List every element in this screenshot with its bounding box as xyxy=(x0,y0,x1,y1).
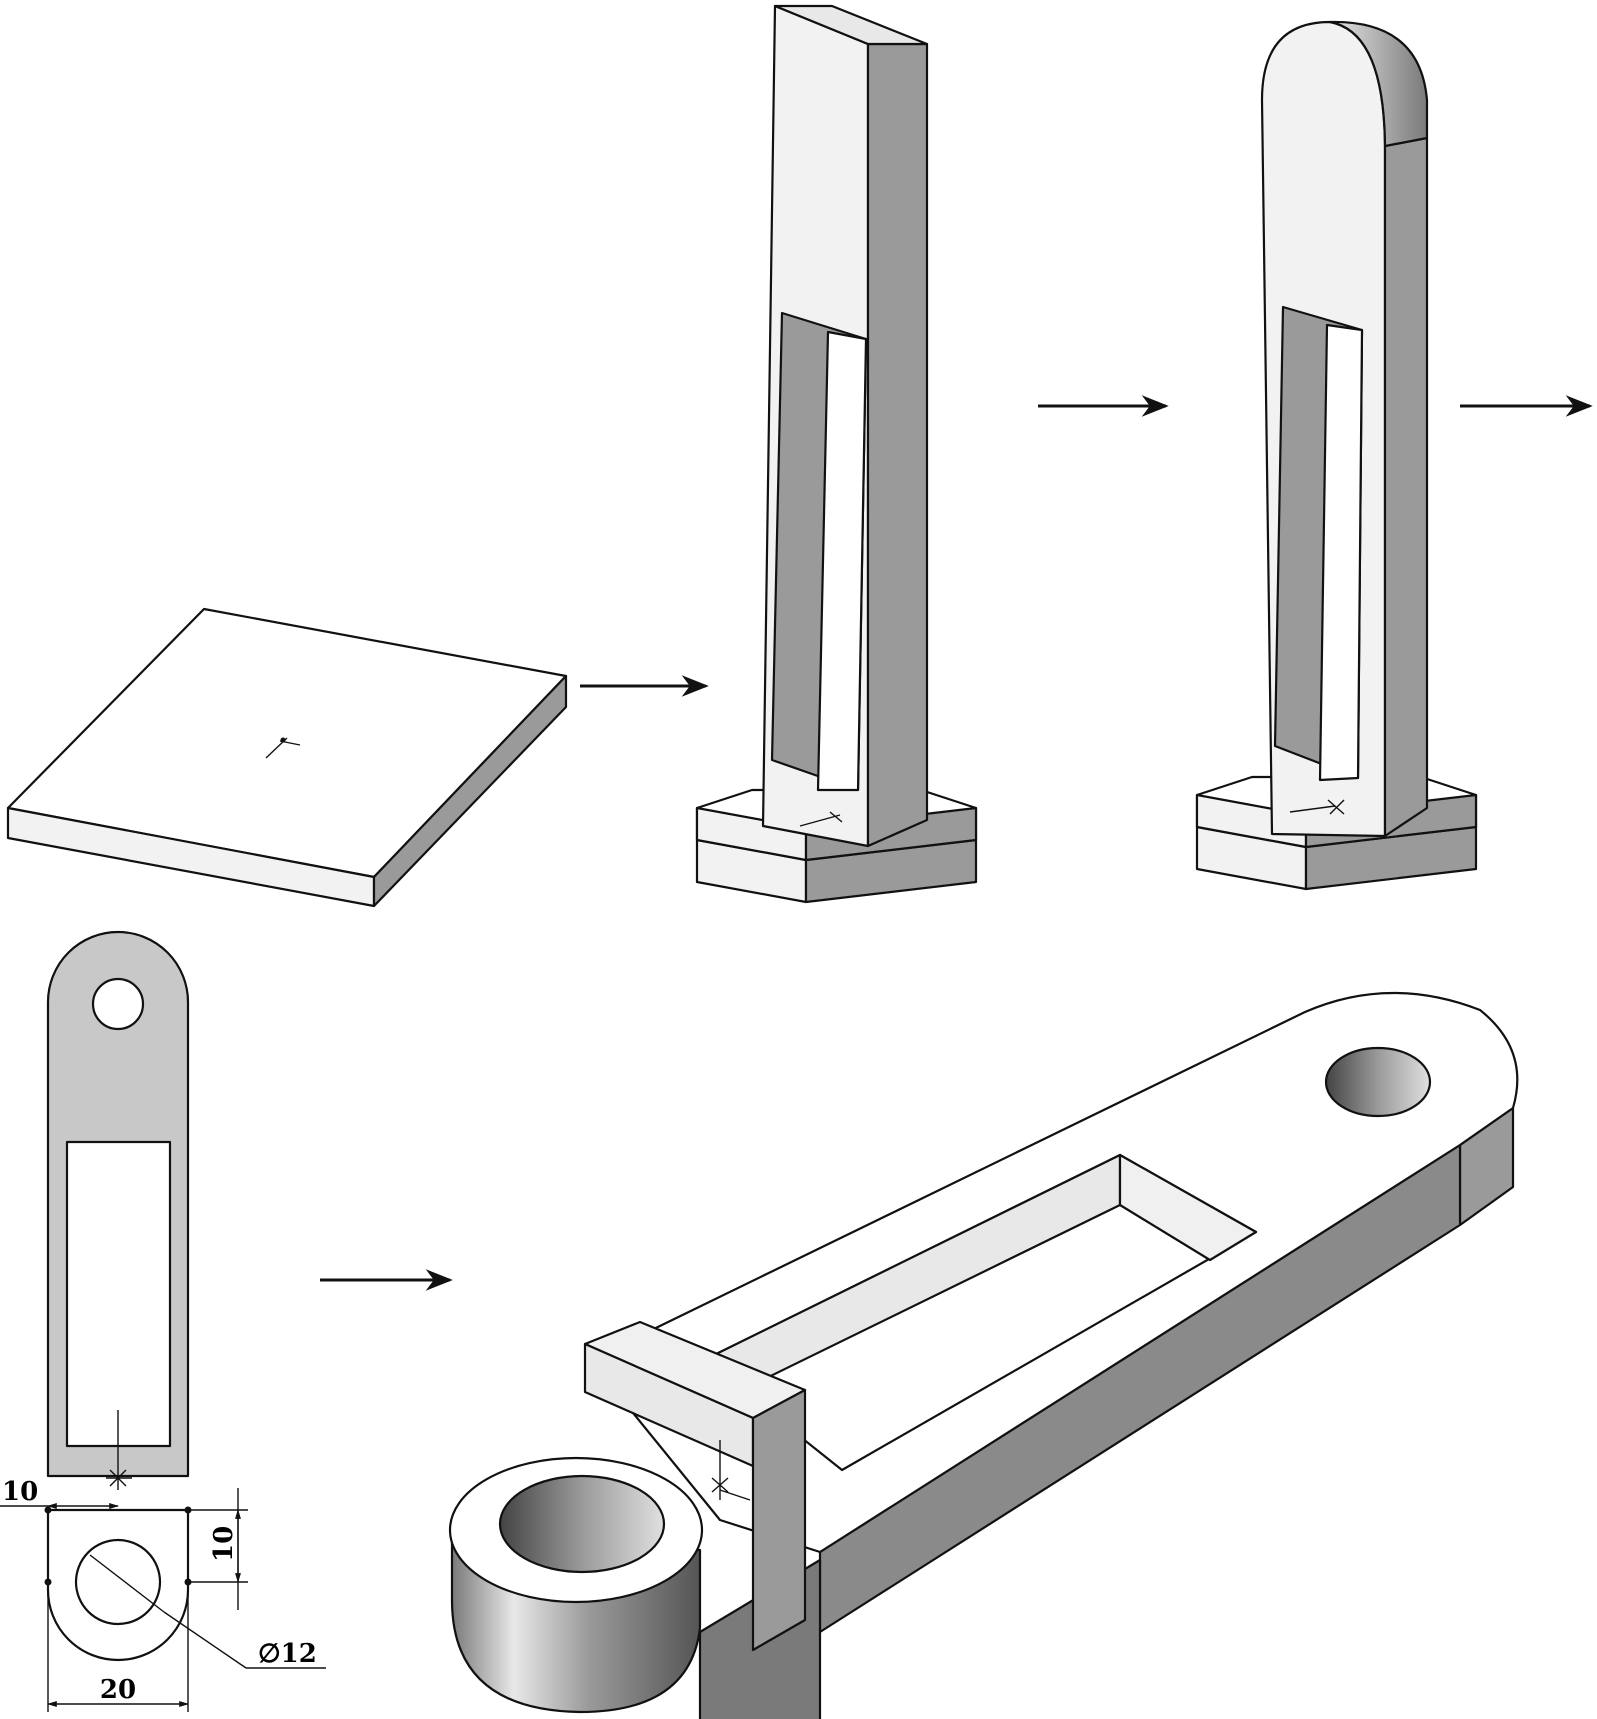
origin-marker xyxy=(1289,799,1345,815)
origin-marker xyxy=(799,811,843,827)
dim-width: 20 xyxy=(100,1675,136,1705)
step2-upright-part xyxy=(695,4,978,904)
left-hole xyxy=(498,1474,666,1574)
origin-marker xyxy=(265,737,301,759)
step3-rounded-upright xyxy=(1195,20,1478,891)
step5-final-part xyxy=(448,991,1519,1719)
step1-base-plate xyxy=(6,607,568,908)
dim-diameter: ∅12 xyxy=(258,1639,317,1669)
top-hole-circle xyxy=(91,977,145,1031)
dim-left-offset: 10 xyxy=(2,1477,38,1507)
window-rectangle xyxy=(65,1140,172,1448)
right-hole xyxy=(1324,1046,1432,1118)
dim-height: 10 xyxy=(209,1526,239,1562)
bottom-hole-circle xyxy=(74,1538,162,1626)
step4-section-sketch: 10 10 ∅12 20 xyxy=(0,930,326,1712)
origin-marker xyxy=(711,1440,751,1501)
